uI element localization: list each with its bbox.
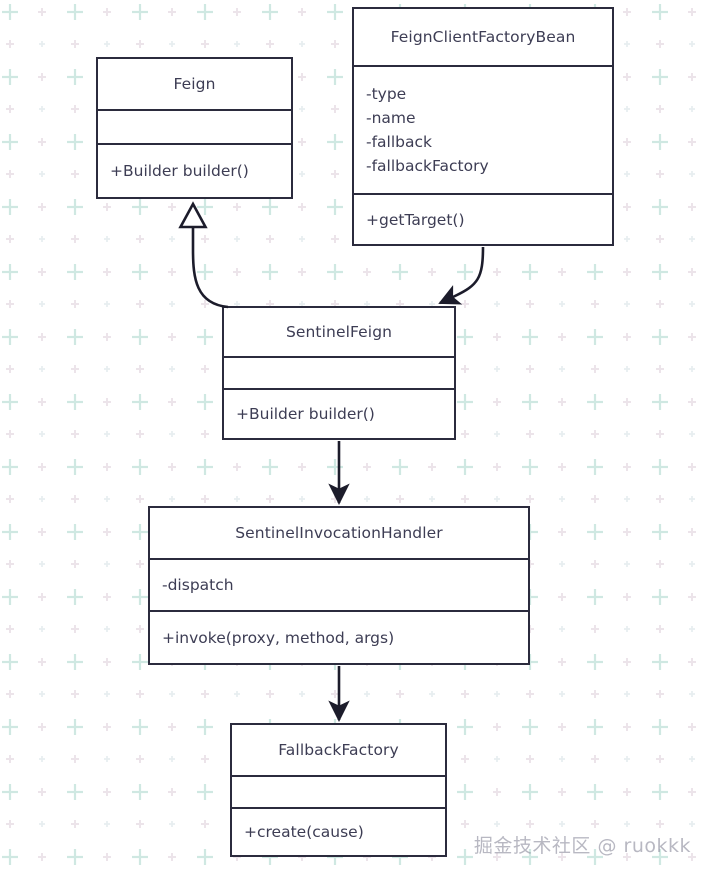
- class-name-label: FeignClientFactoryBean: [390, 28, 576, 46]
- class-name-label: Feign: [173, 75, 216, 93]
- class-methods-feign: +Builder builder(): [98, 143, 291, 197]
- class-method: +getTarget(): [366, 210, 465, 229]
- class-title-sentinel-feign: SentinelFeign: [224, 308, 454, 356]
- class-attributes-sentinel-invocation-handler: -dispatch: [150, 558, 528, 610]
- class-methods-fallback-factory: +create(cause): [232, 807, 445, 855]
- class-methods-sentinel-invocation-handler: +invoke(proxy, method, args): [150, 610, 528, 663]
- class-methods-feign-client-factory-bean: +getTarget(): [354, 193, 612, 244]
- class-name-label: SentinelFeign: [285, 323, 393, 341]
- class-attributes-sentinel-feign: [224, 356, 454, 388]
- class-attribute: -fallbackFactory: [366, 157, 489, 175]
- class-title-feign-client-factory-bean: FeignClientFactoryBean: [354, 9, 612, 65]
- class-method: +invoke(proxy, method, args): [162, 628, 395, 647]
- class-title-feign: Feign: [98, 59, 291, 109]
- watermark-text: 掘金技术社区 @ ruokkk: [473, 835, 691, 857]
- class-attributes-feign: [98, 109, 291, 143]
- class-attribute: -fallback: [366, 133, 432, 151]
- class-title-sentinel-invocation-handler: SentinelInvocationHandler: [150, 508, 528, 558]
- class-name-label: SentinelInvocationHandler: [235, 524, 443, 542]
- class-name-label: FallbackFactory: [278, 741, 399, 759]
- class-attribute: -name: [366, 109, 416, 127]
- class-attribute: -dispatch: [162, 576, 234, 594]
- class-box-sentinel-invocation-handler[interactable]: SentinelInvocationHandler -dispatch +inv…: [148, 506, 530, 665]
- class-attributes-fallback-factory: [232, 775, 445, 807]
- class-box-feign[interactable]: Feign +Builder builder(): [96, 57, 293, 199]
- class-method: +Builder builder(): [110, 162, 249, 180]
- class-method: +create(cause): [244, 823, 364, 841]
- class-box-sentinel-feign[interactable]: SentinelFeign +Builder builder(): [222, 306, 456, 440]
- class-box-feign-client-factory-bean[interactable]: FeignClientFactoryBean -type -name -fall…: [352, 7, 614, 246]
- class-attributes-feign-client-factory-bean: -type -name -fallback -fallbackFactory: [354, 65, 612, 193]
- class-box-fallback-factory[interactable]: FallbackFactory +create(cause): [230, 723, 447, 857]
- class-attribute: -type: [366, 85, 407, 103]
- class-method: +Builder builder(): [236, 405, 375, 423]
- class-title-fallback-factory: FallbackFactory: [232, 725, 445, 775]
- class-methods-sentinel-feign: +Builder builder(): [224, 388, 454, 438]
